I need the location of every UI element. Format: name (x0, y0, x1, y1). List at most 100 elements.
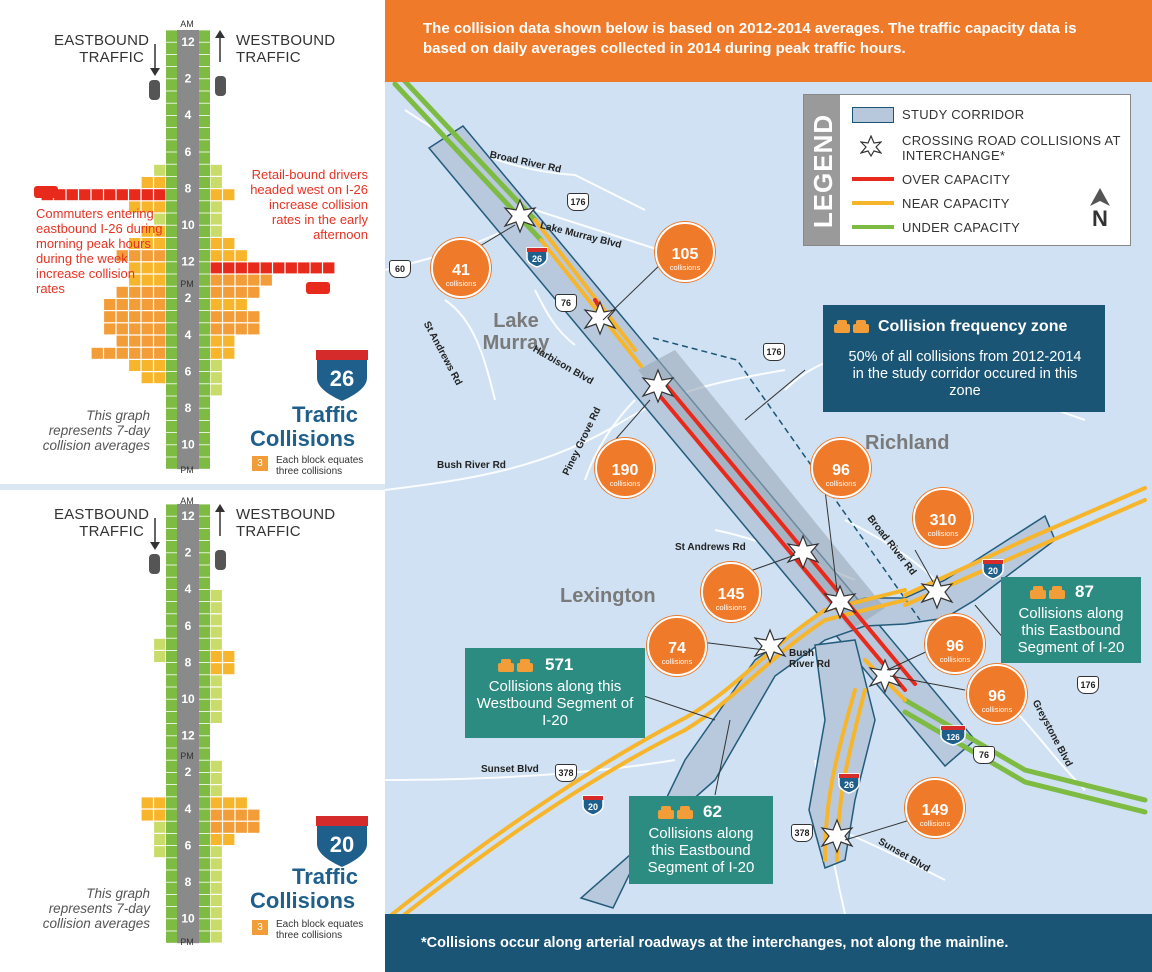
callout-header: 87 (1001, 583, 1141, 605)
westbound-block (210, 384, 222, 396)
westbound-block (210, 699, 222, 711)
westbound-block (210, 614, 222, 626)
callout-eb-i20-bottom: 62 Collisions along this Eastbound Segme… (629, 796, 773, 884)
westbound-block (210, 821, 222, 833)
westbound-block (210, 177, 222, 188)
eastbound-block (154, 311, 166, 323)
eastbound-block (141, 360, 153, 371)
us-176-shield: 176 (567, 193, 589, 211)
eastbound-block (116, 311, 128, 323)
callout-eb-i20-right: 87 Collisions along this Eastbound Segme… (1001, 577, 1141, 663)
collision-zone-box: Collision frequency zone 50% of all coll… (823, 305, 1105, 412)
eastbound-block (129, 201, 141, 213)
westbound-block (210, 238, 222, 249)
am-label: AM (180, 19, 194, 29)
westbound-block (210, 335, 222, 347)
interstate-26-shield-b: 26 (838, 773, 860, 794)
eastbound-block (54, 189, 66, 201)
graph-note: This graph represents 7-day collision av… (42, 408, 150, 453)
legend-item-under: UNDER CAPACITY (902, 220, 1021, 235)
eastbound-block (154, 797, 166, 809)
eastbound-block (154, 225, 166, 237)
westbound-block (210, 651, 222, 662)
eastbound-block (154, 846, 166, 858)
westbound-block (223, 651, 235, 662)
callout-number: 87 (1075, 582, 1094, 601)
interstate-shield-number: 26 (330, 366, 354, 391)
westbound-block (210, 250, 222, 262)
map-panel: Lake Murray Richland Lexington Broad Riv… (385, 0, 1152, 972)
us-378-shield-b: 378 (791, 824, 813, 842)
westbound-block (210, 931, 222, 943)
block-value: 3 (252, 456, 268, 471)
westbound-block (210, 834, 222, 845)
block-value-2: 3 (252, 920, 268, 935)
westbound-block (210, 225, 222, 237)
hour-label: 10 (181, 438, 195, 452)
westbound-block (248, 809, 260, 821)
bottom-banner (385, 914, 1152, 972)
collision-zone-text: 50% of all collisions from 2012-2014 in … (848, 349, 1082, 399)
westbound-block (210, 797, 222, 809)
star-icon (753, 628, 787, 664)
hour-label: 10 (181, 218, 195, 232)
star-icon (583, 300, 617, 336)
westbound-block (223, 274, 235, 286)
legend-title: LEGEND (808, 113, 838, 229)
eastbound-block (154, 360, 166, 371)
hour-label: 8 (185, 875, 192, 889)
legend-swatch-near (852, 201, 894, 205)
westbound-block (210, 299, 222, 310)
eastbound-block (154, 274, 166, 286)
legend-item-collisions: CROSSING ROAD COLLISIONS AT INTERCHANGE* (902, 133, 1121, 163)
westbound-block (260, 262, 272, 274)
eastbound-block (129, 323, 141, 335)
eastbound-block (141, 262, 153, 274)
eastbound-block (116, 323, 128, 335)
hour-label: 8 (185, 181, 192, 195)
star-icon (786, 534, 820, 570)
svg-text:26: 26 (844, 780, 854, 790)
legend-title-bar (804, 95, 840, 245)
sc-60-shield: 60 (389, 260, 411, 278)
title-traffic: Traffic (292, 402, 359, 427)
block-note-2: Each block equates three collisions (276, 919, 364, 941)
eastbound-block (104, 189, 116, 201)
interstate-shield-icon (315, 349, 369, 404)
eastbound-block (129, 299, 141, 310)
westbound-block (210, 712, 222, 723)
westbound-block (223, 189, 235, 201)
legend-item-corridor: STUDY CORRIDOR (902, 107, 1025, 122)
westbound-block (210, 201, 222, 213)
eastbound-block (141, 177, 153, 188)
road-bush-river-left: Bush River Rd (437, 460, 506, 471)
interstate-20-shield-b: 20 (582, 795, 604, 816)
eastbound-block (104, 311, 116, 323)
eastbound-block (79, 189, 91, 201)
eastbound-block (154, 201, 166, 213)
eastbound-block (141, 201, 153, 213)
eastbound-block (141, 797, 153, 809)
westbound-block (210, 675, 222, 687)
eastbound-block (116, 189, 128, 201)
star-icon (860, 135, 882, 157)
hour-label: 4 (185, 802, 192, 816)
us-76-shield: 76 (555, 294, 577, 312)
westbound-block (235, 821, 247, 833)
hour-label: 6 (185, 145, 192, 159)
westbound-block (223, 335, 235, 347)
car-crash-icon (658, 806, 693, 819)
pm-label-2: PM (180, 751, 194, 761)
eastbound-block (154, 250, 166, 262)
westbound-block (210, 687, 222, 699)
eastbound-block (141, 238, 153, 249)
westbound-block (210, 347, 222, 359)
eastbound-block (116, 335, 128, 347)
eastbound-block (154, 323, 166, 335)
westbound-block (223, 250, 235, 262)
